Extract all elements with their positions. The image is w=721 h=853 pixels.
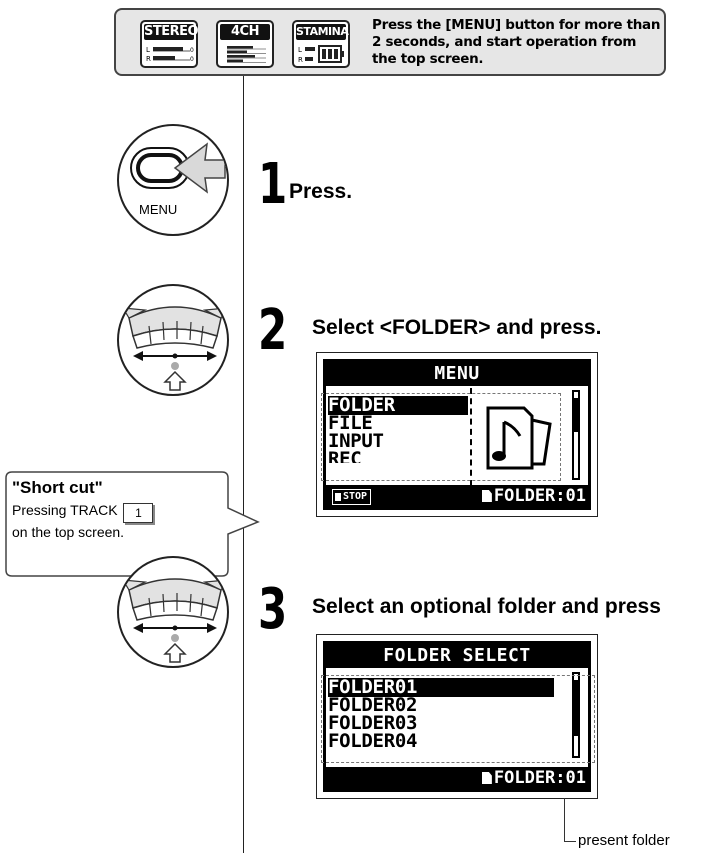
current-folder-indicator: FOLDER:01 <box>481 485 586 507</box>
menu-button-label: MENU <box>139 202 178 217</box>
folder-item-02[interactable]: FOLDER02 <box>328 694 418 716</box>
folder-select-lcd-screen: FOLDER SELECT FOLDER01 FOLDER02 FOLDER03… <box>316 634 598 799</box>
mode-label: STAMINA <box>296 24 349 40</box>
mode-banner: STEREO L R 0 0 4CH STAMINA L R <box>114 8 666 76</box>
svg-text:0: 0 <box>190 47 194 54</box>
current-folder-indicator: FOLDER:01 <box>481 767 586 789</box>
mode-stamina: STAMINA L R <box>292 20 350 68</box>
menu-scrollbar[interactable] <box>572 390 580 480</box>
menu-separator <box>470 388 472 486</box>
mode-4ch: 4CH <box>216 20 274 68</box>
banner-instruction: Press the [MENU] button for more than 2 … <box>372 17 661 67</box>
menu-item-file[interactable]: FILE <box>328 412 373 434</box>
divider-line <box>243 76 244 853</box>
folder-select-title: FOLDER SELECT <box>326 644 588 668</box>
menu-item-rec[interactable]: REC <box>328 450 362 463</box>
mode-label: STEREO <box>144 24 199 40</box>
menu-lcd-display: MENU FOLDER FILE INPUT REC STOP FOLDER:0… <box>323 359 591 510</box>
menu-button-circle: MENU <box>117 124 229 236</box>
folder-scrollbar[interactable] <box>572 672 580 758</box>
dial-icon <box>121 306 227 391</box>
folder-number: FOLDER:01 <box>493 486 586 506</box>
folder-select-display: FOLDER SELECT FOLDER01 FOLDER02 FOLDER03… <box>323 641 591 792</box>
folder-select-footer: FOLDER:01 <box>326 767 588 789</box>
dial-circle-step2 <box>117 284 229 396</box>
4ch-meter-icon <box>227 46 266 63</box>
mode-label: 4CH <box>220 24 270 40</box>
stereo-meter-icon: L R 0 0 <box>146 46 194 63</box>
menu-button-icon <box>130 142 226 194</box>
annotation-leader-vertical <box>564 798 565 841</box>
shortcut-line-2: on the top screen. <box>12 524 125 540</box>
folder-icon <box>481 772 492 784</box>
menu-item-folder[interactable]: FOLDER <box>328 396 468 415</box>
folder-icon <box>481 490 492 502</box>
menu-highlight-box <box>321 393 561 481</box>
svg-text:R: R <box>298 56 303 64</box>
battery-icon: L R <box>298 45 344 64</box>
shortcut-text: Pressing TRACK <box>12 502 118 518</box>
dial-circle-step3 <box>117 556 229 668</box>
folder-item-03[interactable]: FOLDER03 <box>328 712 418 734</box>
menu-lcd-footer: STOP FOLDER:01 <box>326 485 588 507</box>
mode-stereo: STEREO L R 0 0 <box>140 20 199 68</box>
track-key: 1 <box>123 503 154 523</box>
folder-highlight-box <box>321 675 595 763</box>
stop-indicator: STOP <box>332 489 372 505</box>
shortcut-title: "Short cut" <box>12 478 103 497</box>
folder-number: FOLDER:01 <box>493 768 586 788</box>
step-2-text: Select <FOLDER> and press. <box>312 316 602 339</box>
shortcut-callout-bubble <box>5 471 260 577</box>
svg-text:L: L <box>146 46 150 54</box>
step-number-2: 2 <box>258 298 288 363</box>
folder-item-01[interactable]: FOLDER01 <box>328 678 554 697</box>
dial-icon <box>121 578 227 663</box>
svg-text:0: 0 <box>190 56 194 63</box>
step-1-text: Press. <box>289 180 353 203</box>
shortcut-line-1: Pressing TRACK 1 <box>12 502 154 523</box>
step-number-3: 3 <box>258 577 288 642</box>
stop-label: STOP <box>343 491 368 502</box>
present-folder-label: present folder <box>578 832 670 849</box>
menu-item-input[interactable]: INPUT <box>328 430 384 452</box>
step-number-1: 1 <box>258 152 288 217</box>
annotation-leader-horizontal <box>564 841 576 842</box>
menu-lcd-screen: MENU FOLDER FILE INPUT REC STOP FOLDER:0… <box>316 352 598 517</box>
folder-item-04[interactable]: FOLDER04 <box>328 730 418 752</box>
svg-text:R: R <box>146 55 151 63</box>
menu-lcd-title: MENU <box>326 362 588 386</box>
svg-text:L: L <box>298 46 302 54</box>
music-folder-icon <box>486 406 552 470</box>
step-3-text: Select an optional folder and press <box>312 595 661 618</box>
